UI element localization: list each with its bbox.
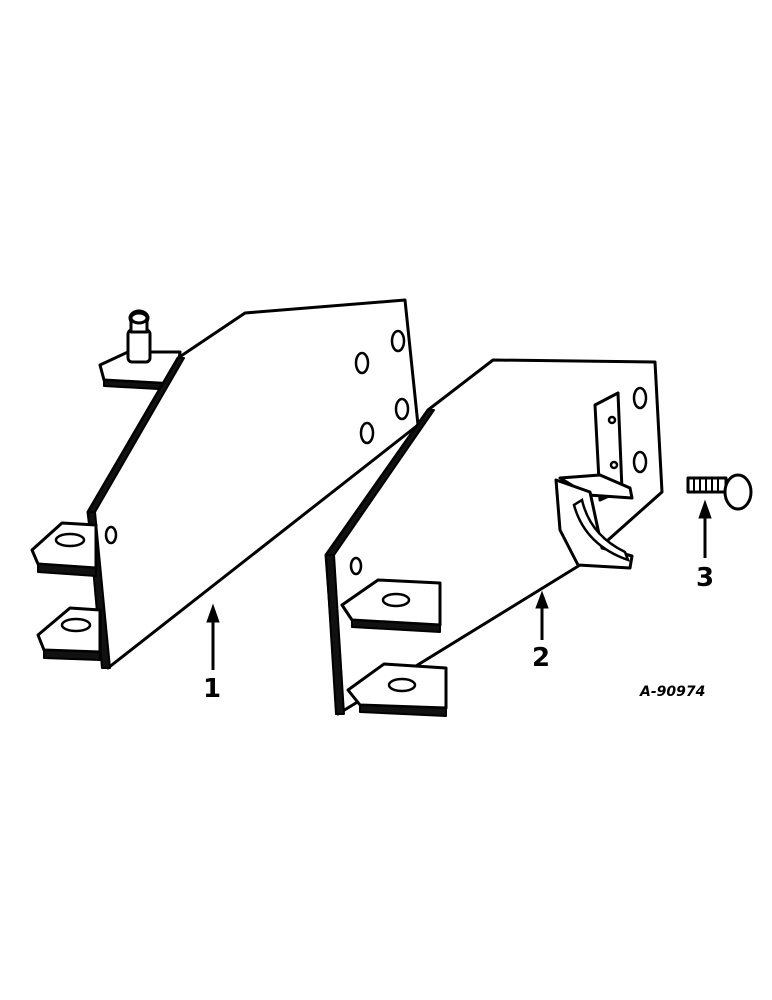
latch-bracket: [554, 391, 634, 570]
mounting-hole: [632, 450, 648, 474]
slotted-foot: [340, 578, 442, 633]
callout-label-1: 1: [203, 674, 221, 704]
stud-pin: [126, 309, 152, 364]
slotted-foot: [30, 521, 98, 577]
arrowhead: [698, 499, 712, 519]
mounting-hole: [632, 386, 648, 410]
callout-label-2: 2: [532, 643, 550, 673]
callout-label-3: 3: [696, 563, 714, 593]
figure-reference: A-90974: [639, 684, 705, 700]
arrowhead: [206, 603, 220, 623]
mounting-hole: [394, 397, 410, 421]
slotted-foot: [346, 662, 448, 717]
bracket-part-1: [30, 298, 420, 670]
callout-3: 3: [696, 499, 714, 593]
bracket-part-2: [324, 358, 664, 717]
slotted-foot: [36, 606, 102, 661]
mounting-hole: [359, 421, 375, 445]
callout-1: 1: [203, 603, 221, 704]
top-mounting-pad: [98, 309, 182, 391]
carriage-bolt-part-3: [686, 473, 753, 511]
mounting-hole: [354, 351, 370, 375]
mounting-hole: [349, 556, 363, 576]
mounting-hole: [104, 525, 118, 545]
arrowhead: [535, 590, 549, 609]
callout-2: 2: [532, 590, 550, 673]
mounting-hole: [390, 329, 406, 353]
